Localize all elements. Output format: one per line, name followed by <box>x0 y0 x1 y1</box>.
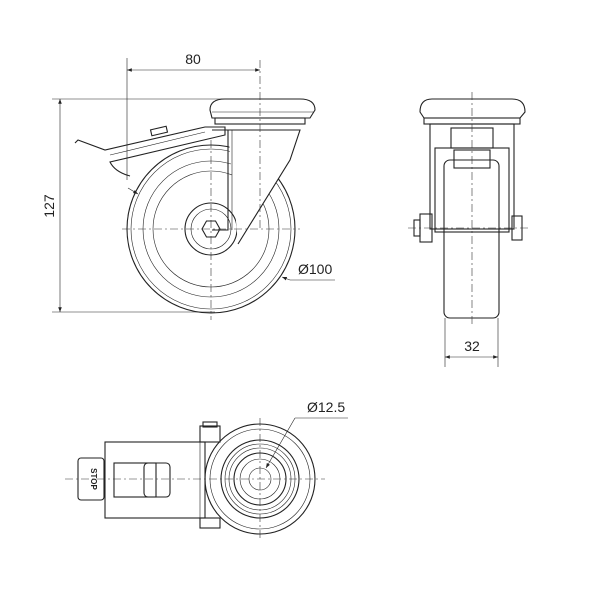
dimension-width-offset: 80 <box>185 51 201 67</box>
side-view: 32 <box>408 92 530 367</box>
dimension-height: 127 <box>41 194 57 218</box>
dimension-wheel-diameter: Ø100 <box>298 261 332 277</box>
bottom-view: STOP Ø12.5 <box>65 399 348 540</box>
brake-stop-label: STOP <box>89 468 98 490</box>
dimension-wheel-width: 32 <box>464 338 480 354</box>
dimension-bolt-hole: Ø12.5 <box>307 399 345 415</box>
front-view: 80 127 Ø100 <box>41 51 335 320</box>
